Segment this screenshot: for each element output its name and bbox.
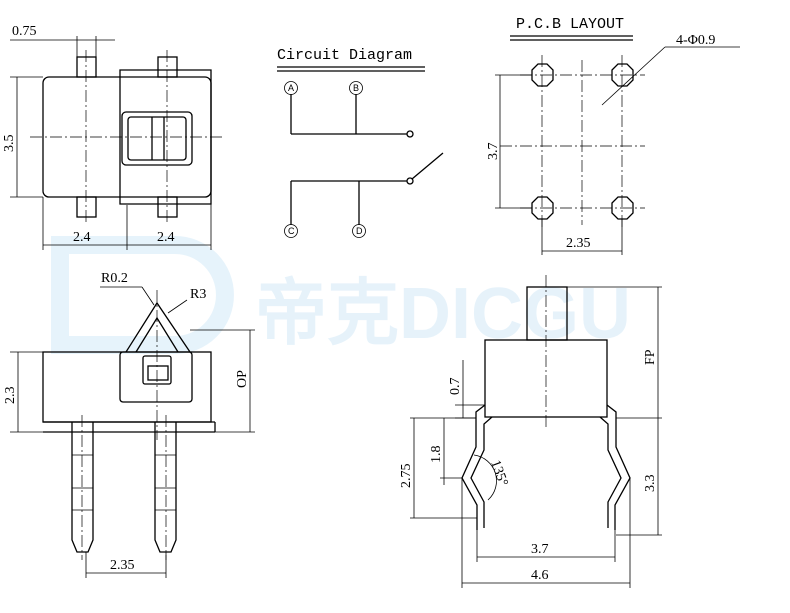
- pin-d: D: [356, 226, 363, 236]
- dim-radius-small: R0.2: [101, 271, 128, 286]
- pcb-layout: P.C.B LAYOUT 4-Φ0.9 3.7 2.35: [486, 16, 740, 255]
- dim-side-height: 2.3: [3, 387, 18, 405]
- dim-3-7: 3.7: [531, 542, 549, 557]
- front-view: FP 3.3 0.7 1.8 2.75 135° 3.7 4.6: [399, 275, 662, 588]
- dim-angle: 135°: [487, 458, 510, 488]
- dim-2-75: 2.75: [399, 464, 414, 489]
- pin-c: C: [288, 226, 295, 236]
- dim-op: OP: [235, 370, 250, 388]
- pcb-title: P.C.B LAYOUT: [516, 16, 624, 33]
- top-view: 0.75 3.5 2.4 2.4: [2, 24, 225, 250]
- dim-pcb-vertical: 3.7: [486, 143, 501, 161]
- watermark-text: 帝克DICGU: [255, 274, 631, 354]
- dim-pcb-horizontal: 2.35: [566, 236, 591, 251]
- dim-3-3: 3.3: [643, 475, 658, 493]
- dim-1-8: 1.8: [429, 446, 444, 464]
- dim-height-3-5: 3.5: [2, 135, 17, 153]
- watermark: 帝克DICGU: [51, 236, 631, 354]
- dim-half-left: 2.4: [73, 230, 91, 245]
- pin-a: A: [288, 83, 294, 93]
- dim-fp: FP: [643, 349, 658, 365]
- dim-hole-spec: 4-Φ0.9: [676, 33, 715, 48]
- dim-radius-large: R3: [190, 287, 206, 302]
- circuit-title: Circuit Diagram: [277, 47, 412, 64]
- circuit-diagram: Circuit Diagram A B C D: [277, 47, 444, 238]
- dim-4-6: 4.6: [531, 568, 549, 583]
- dim-top-pin-width: 0.75: [12, 24, 37, 39]
- dim-half-right: 2.4: [157, 230, 175, 245]
- pin-b: B: [353, 83, 359, 93]
- side-view: R0.2 R3 2.3 OP 2.35: [3, 271, 255, 578]
- dim-pin-pitch: 2.35: [110, 558, 135, 573]
- dim-0-7: 0.7: [448, 378, 463, 396]
- pcb-hole: [531, 63, 634, 220]
